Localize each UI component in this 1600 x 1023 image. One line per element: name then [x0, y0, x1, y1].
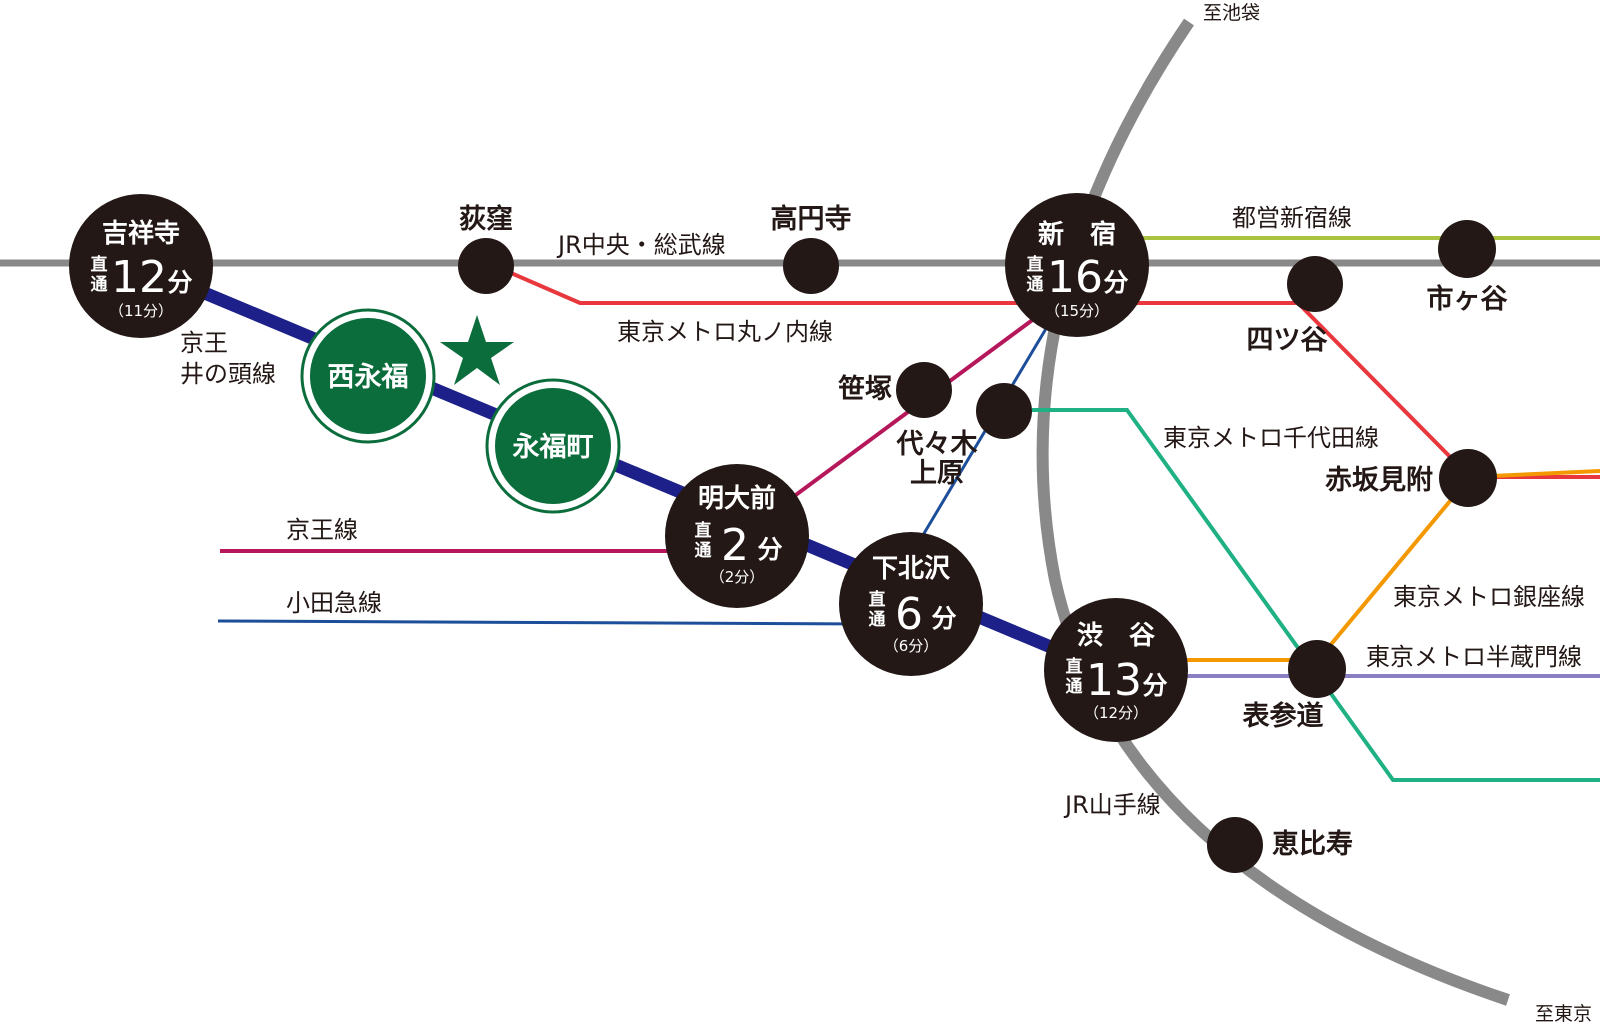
station-ebisu[interactable]	[1207, 817, 1263, 873]
label-ebisu: 恵比寿	[1272, 829, 1353, 860]
star-icon	[440, 315, 514, 385]
hub-shibuya-direct-1: 直	[1066, 656, 1083, 677]
label-toei-shinjuku: 都営新宿線	[1232, 204, 1352, 232]
label-marunouchi: 東京メトロ丸ノ内線	[617, 318, 833, 346]
hub-shimokitazawa-direct-2: 通	[869, 610, 886, 630]
label-chiyoda: 東京メトロ千代田線	[1163, 424, 1379, 452]
label-odakyu: 小田急線	[286, 589, 382, 617]
label-hanzomon: 東京メトロ半蔵門線	[1366, 643, 1582, 671]
station-nishieifuku-label: 西永福	[328, 362, 409, 393]
hub-shimokitazawa-name: 下北沢	[872, 554, 951, 584]
hub-shibuya-alt: （12分）	[1084, 704, 1148, 722]
label-ogikubo: 荻窪	[459, 203, 513, 235]
ginza-line	[1165, 469, 1600, 662]
hub-shinjuku-unit: 分	[1103, 268, 1128, 297]
label-ginza: 東京メトロ銀座線	[1393, 583, 1585, 611]
station-omotesando[interactable]	[1288, 640, 1346, 698]
label-jr-chuo: JR中央・総武線	[556, 231, 726, 259]
hub-meidaimae[interactable]: 明大前 直 通 2 分 （2分）	[665, 464, 809, 608]
hub-shibuya-direct-2: 通	[1066, 677, 1083, 697]
station-eifukucho-label: 永福町	[512, 432, 594, 463]
label-ichigaya: 市ヶ谷	[1427, 283, 1509, 315]
label-yoyogiuehara-2: 上原	[910, 458, 964, 489]
label-koenji: 高円寺	[771, 203, 852, 235]
hub-shinjuku-name: 新 宿	[1038, 219, 1116, 250]
hub-shibuya[interactable]: 渋 谷 直 通 13 分 （12分）	[1044, 598, 1188, 742]
hub-kichijoji-minutes: 12	[111, 252, 167, 303]
hub-kichijoji[interactable]: 吉祥寺 直 通 12 分 （11分）	[69, 194, 213, 338]
hub-shinjuku-direct-2: 通	[1027, 275, 1044, 295]
hub-shimokitazawa-unit: 分	[931, 604, 956, 633]
station-nishieifuku[interactable]	[310, 318, 426, 434]
station-sasazuka[interactable]	[896, 362, 952, 418]
hub-shimokitazawa-direct-1: 直	[869, 589, 886, 610]
hub-shibuya-unit: 分	[1142, 671, 1167, 700]
label-to-ikebukuro: 至池袋	[1203, 2, 1260, 24]
station-eifukucho[interactable]	[495, 388, 611, 504]
hub-kichijoji-direct-2: 通	[91, 275, 108, 295]
hub-meidaimae-name: 明大前	[698, 483, 776, 514]
hub-meidaimae-minutes: 2	[721, 520, 749, 571]
hub-shimokitazawa-minutes: 6	[895, 589, 923, 640]
hub-kichijoji-alt: （11分）	[109, 302, 173, 320]
chiyoda-line	[1032, 408, 1600, 782]
hub-meidaimae-unit: 分	[757, 535, 782, 564]
station-koenji[interactable]	[783, 238, 839, 294]
label-omotesando: 表参道	[1243, 700, 1324, 732]
hub-kichijoji-unit: 分	[167, 268, 192, 297]
hub-shinjuku-alt: （15分）	[1045, 302, 1109, 320]
label-yamanote: JR山手線	[1063, 791, 1161, 819]
station-yoyogiuehara[interactable]	[976, 383, 1032, 439]
hub-shinjuku-direct-1: 直	[1027, 254, 1044, 275]
hub-kichijoji-name: 吉祥寺	[102, 219, 180, 249]
hub-meidaimae-direct-1: 直	[695, 520, 712, 541]
label-to-tokyo: 至東京	[1535, 1003, 1592, 1023]
hub-kichijoji-direct-1: 直	[91, 254, 108, 275]
label-inokashira-1: 京王	[180, 329, 228, 357]
label-yotsuya: 四ツ谷	[1247, 325, 1329, 356]
station-ogikubo[interactable]	[458, 238, 514, 294]
hub-shibuya-name: 渋 谷	[1077, 621, 1156, 651]
hub-meidaimae-direct-2: 通	[695, 541, 712, 561]
hub-shinjuku-minutes: 16	[1047, 252, 1103, 303]
label-keio: 京王線	[286, 516, 358, 544]
hub-shimokitazawa[interactable]: 下北沢 直 通 6 分 （6分）	[839, 532, 983, 676]
hub-shimokitazawa-alt: （6分）	[884, 637, 939, 655]
label-sasazuka: 笹塚	[838, 374, 892, 405]
station-ichigaya[interactable]	[1438, 220, 1496, 278]
label-yoyogiuehara-1: 代々木	[896, 429, 978, 460]
station-yotsuya[interactable]	[1287, 256, 1343, 312]
hub-shibuya-minutes: 13	[1086, 655, 1142, 706]
station-akasakamitsuke[interactable]	[1439, 449, 1497, 507]
label-akasakamitsuke: 赤坂見附	[1325, 465, 1433, 496]
label-inokashira-2: 井の頭線	[180, 360, 276, 388]
hub-meidaimae-alt: （2分）	[710, 568, 765, 586]
hub-shinjuku[interactable]: 新 宿 直 通 16 分 （15分）	[1005, 193, 1149, 337]
